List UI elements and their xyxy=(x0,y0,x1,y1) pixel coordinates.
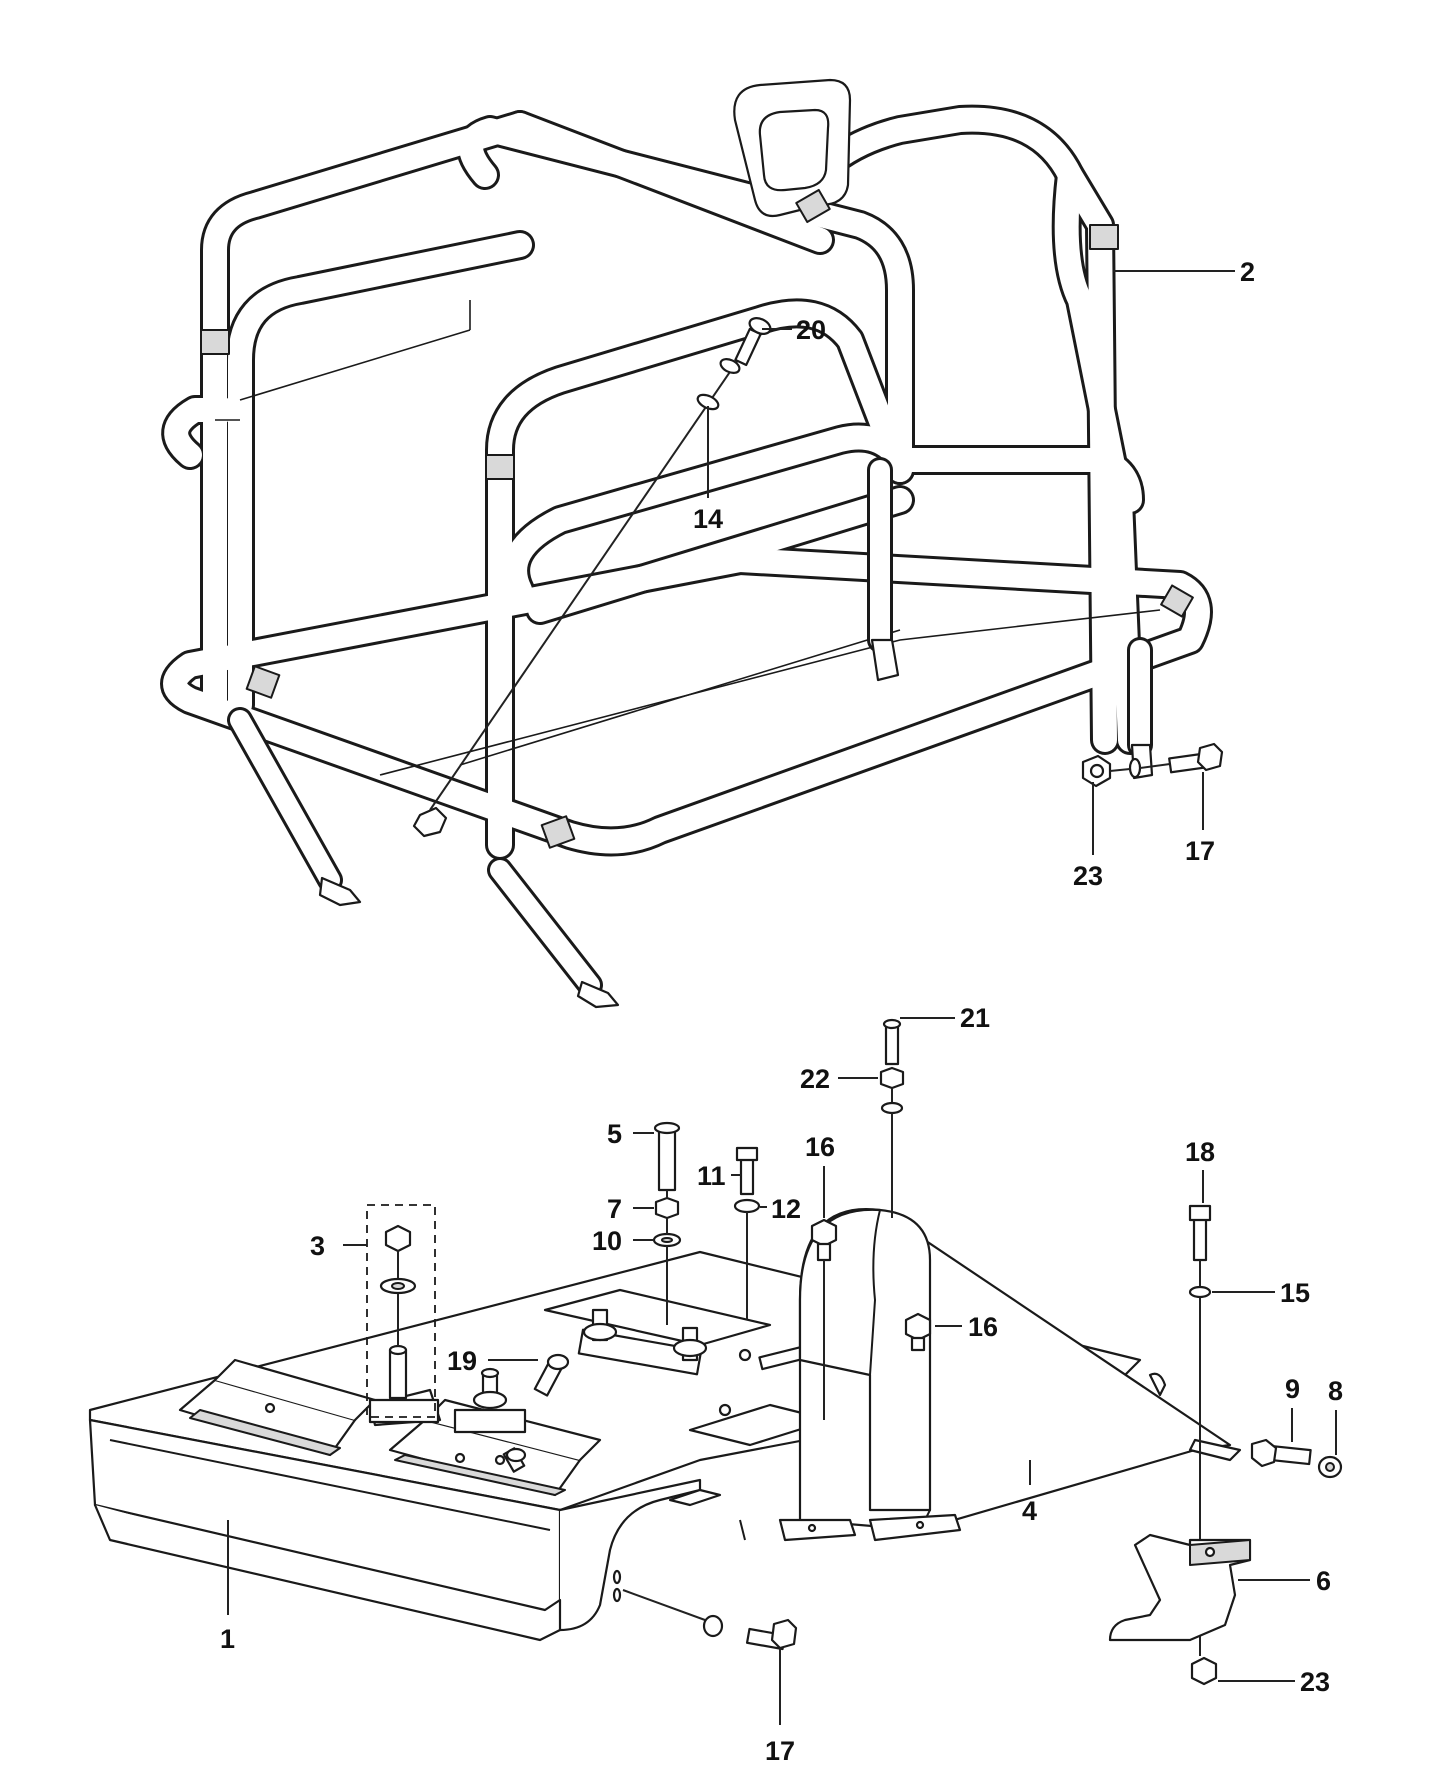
lifting-handle-plate xyxy=(733,78,852,218)
tube-frame xyxy=(160,78,1213,1009)
callout-22: 22 xyxy=(800,1064,830,1094)
callout-15: 15 xyxy=(1280,1278,1310,1308)
callout-19: 19 xyxy=(447,1346,477,1376)
callout-9: 9 xyxy=(1285,1374,1300,1404)
callout-3: 3 xyxy=(310,1231,325,1261)
washer-14a xyxy=(719,358,741,374)
belt-guard xyxy=(778,1208,1242,1542)
washer-top xyxy=(1128,757,1142,779)
stack-11-12 xyxy=(733,1146,761,1320)
nut-22 xyxy=(879,1066,905,1090)
callout-23-top: 23 xyxy=(1073,861,1103,891)
callout-6: 6 xyxy=(1316,1566,1331,1596)
frame-fasteners-right xyxy=(1081,742,1224,788)
callout-11: 11 xyxy=(697,1161,726,1191)
stack-5-7-10 xyxy=(652,1121,682,1325)
washer-15 xyxy=(1188,1285,1212,1299)
nut-23-bottom xyxy=(1190,1656,1218,1686)
washer-bottom xyxy=(702,1614,724,1638)
nut-7 xyxy=(654,1196,680,1220)
callout-16-a: 16 xyxy=(805,1132,835,1162)
callout-7: 7 xyxy=(607,1194,622,1224)
callout-21: 21 xyxy=(960,1003,990,1033)
callout-16-b: 16 xyxy=(968,1312,998,1342)
callout-1: 1 xyxy=(220,1624,235,1654)
callout-labels: 2 20 14 23 17 21 22 5 7 10 11 12 16 16 1… xyxy=(220,257,1343,1766)
nut-3 xyxy=(384,1224,412,1253)
callout-2: 2 xyxy=(1240,257,1255,287)
stack-17-bottom xyxy=(622,1589,798,1651)
callout-14: 14 xyxy=(693,504,723,534)
frame-nut xyxy=(412,806,448,838)
callout-5: 5 xyxy=(607,1119,622,1149)
stack-9-8 xyxy=(1250,1438,1343,1479)
callout-17-top: 17 xyxy=(1185,836,1215,866)
leader-lines xyxy=(227,270,1337,1725)
callout-8: 8 xyxy=(1328,1376,1343,1406)
callout-17-bottom: 17 xyxy=(765,1736,795,1766)
callout-12: 12 xyxy=(771,1194,801,1224)
part-3-group xyxy=(366,1204,436,1418)
washer-14b xyxy=(696,393,720,411)
stack-21-22 xyxy=(879,1018,905,1218)
callout-10: 10 xyxy=(592,1226,622,1256)
washer-12 xyxy=(733,1198,761,1214)
bolts-16 xyxy=(810,1218,932,1420)
bolt-19 xyxy=(533,1353,570,1397)
stack-18-15-6-23 xyxy=(1108,1204,1252,1686)
callout-4: 4 xyxy=(1022,1496,1037,1526)
callout-18: 18 xyxy=(1185,1137,1215,1167)
callout-20: 20 xyxy=(796,315,826,345)
callout-23-bottom: 23 xyxy=(1300,1667,1330,1697)
